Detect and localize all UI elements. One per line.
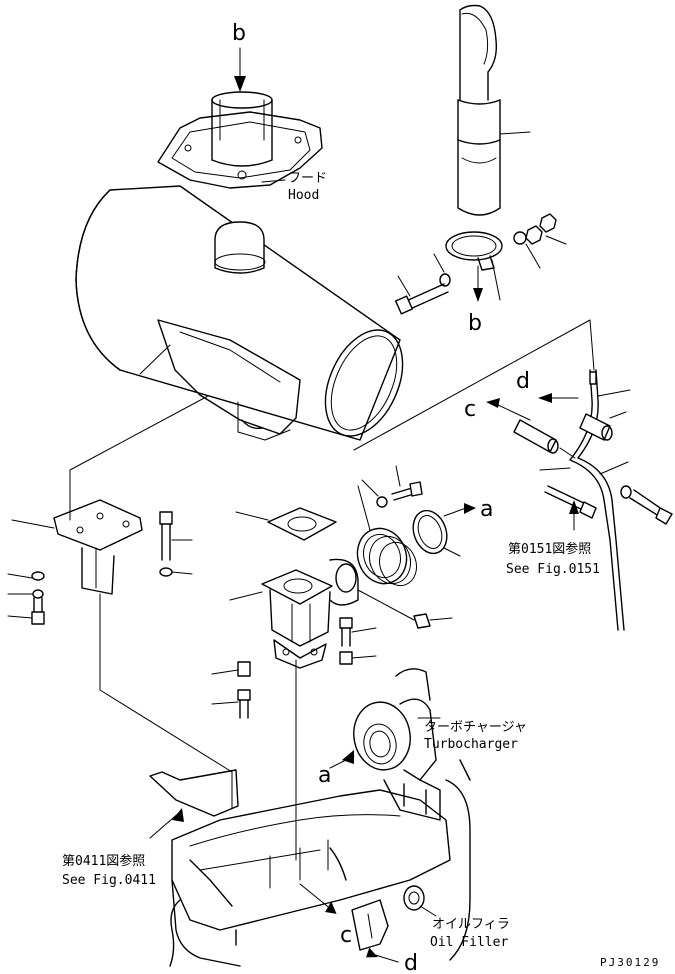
marker-d-bottom: d	[404, 951, 418, 974]
exhaust-stack-part	[457, 4, 501, 216]
ref-0151-jp: 第0151図参照	[508, 541, 591, 557]
turbo-label-jp: ターボチャージャ	[424, 720, 527, 735]
clamp-ring-part	[445, 231, 503, 271]
engine-block	[149, 759, 471, 967]
bracket-bolt-part	[544, 485, 673, 525]
mount-bracket-part	[53, 499, 143, 595]
spacer-bolt-part	[237, 661, 251, 719]
nut-part	[513, 213, 557, 245]
gasket-part	[267, 507, 337, 541]
turbocharger-part	[353, 668, 441, 821]
marker-b-top: b	[232, 21, 246, 46]
ref-0411-jp: 第0411図参照	[62, 853, 145, 869]
marker-b-clamp: b	[468, 311, 482, 336]
ref-0411-en: See Fig.0411	[62, 873, 156, 888]
marker-c-bottom: c	[340, 923, 352, 948]
oil-filler-part	[351, 885, 425, 951]
mount-bolt-part	[159, 511, 173, 577]
bracket-rod-part	[569, 369, 625, 631]
clamp-bolt-part	[394, 283, 449, 315]
ref-0151-en: See Fig.0151	[506, 562, 600, 577]
marker-d-bracket: d	[516, 369, 530, 394]
hood-part	[157, 91, 323, 189]
hood-label-en: Hood	[288, 188, 319, 203]
oil-filler-jp: オイルフィラ	[432, 917, 510, 932]
marker-a-turbo: a	[318, 763, 331, 788]
marker-c-bracket: c	[464, 397, 476, 422]
spacer-part	[513, 413, 613, 454]
stud-part	[339, 617, 353, 665]
washer-part	[439, 273, 451, 287]
seal-ring-part	[412, 509, 448, 555]
drawing-code: PJ30129	[600, 956, 660, 969]
turbo-label-en: Turbocharger	[424, 737, 518, 752]
plug-part	[413, 613, 431, 629]
marker-a-arrow: a	[480, 497, 493, 522]
oil-filler-en: Oil Filler	[430, 935, 508, 950]
hood-label-jp: フード	[288, 171, 327, 186]
exhaust-elbow-part	[261, 558, 359, 669]
upper-bolt-part	[376, 481, 423, 508]
muffler-part	[75, 185, 404, 441]
bellows-part	[356, 527, 418, 587]
left-fasteners	[31, 571, 45, 625]
